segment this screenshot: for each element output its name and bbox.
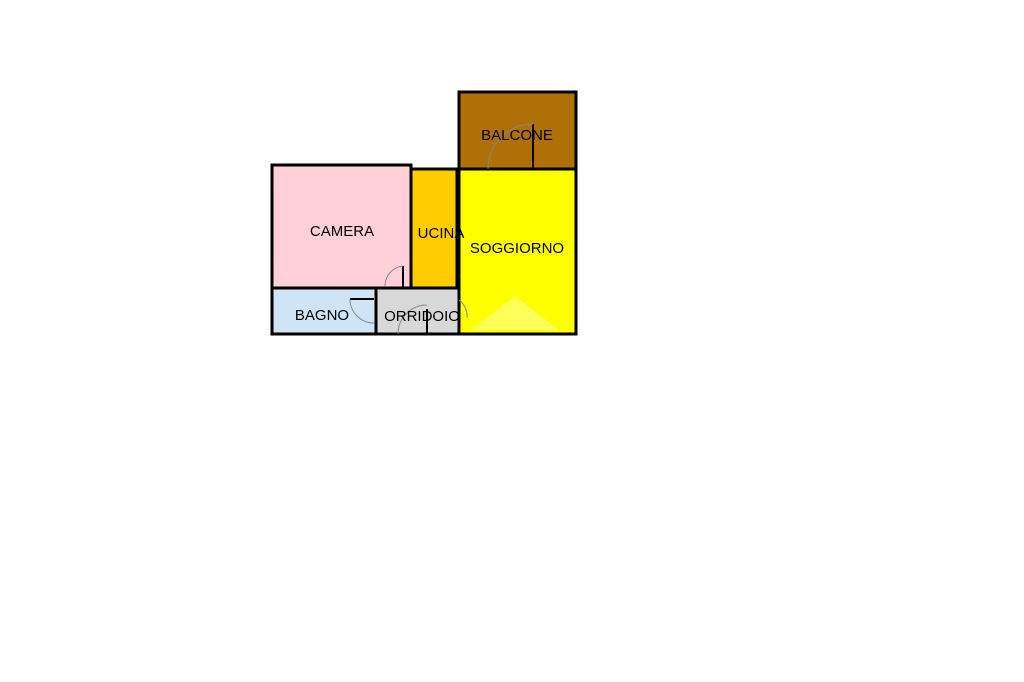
door-bagno <box>349 298 375 324</box>
room-balcone <box>457 90 578 171</box>
label-cucina: UCINA <box>418 225 465 242</box>
label-bagno: BAGNO <box>295 307 349 324</box>
door-balcone <box>487 123 534 170</box>
room-bagno <box>270 286 378 336</box>
door-corridoio <box>397 304 428 335</box>
watermark-shape <box>471 296 559 330</box>
label-soggiorno: SOGGIORNO <box>470 240 564 257</box>
door-soggiorno <box>458 299 468 319</box>
label-corridoio: ORRIDOIO <box>384 308 460 325</box>
label-balcone: BALCONE <box>481 127 553 144</box>
label-camera: CAMERA <box>310 223 374 240</box>
door-camera <box>384 265 404 288</box>
room-camera <box>270 163 413 290</box>
room-corridoio <box>374 286 461 336</box>
room-soggiorno <box>457 167 578 336</box>
